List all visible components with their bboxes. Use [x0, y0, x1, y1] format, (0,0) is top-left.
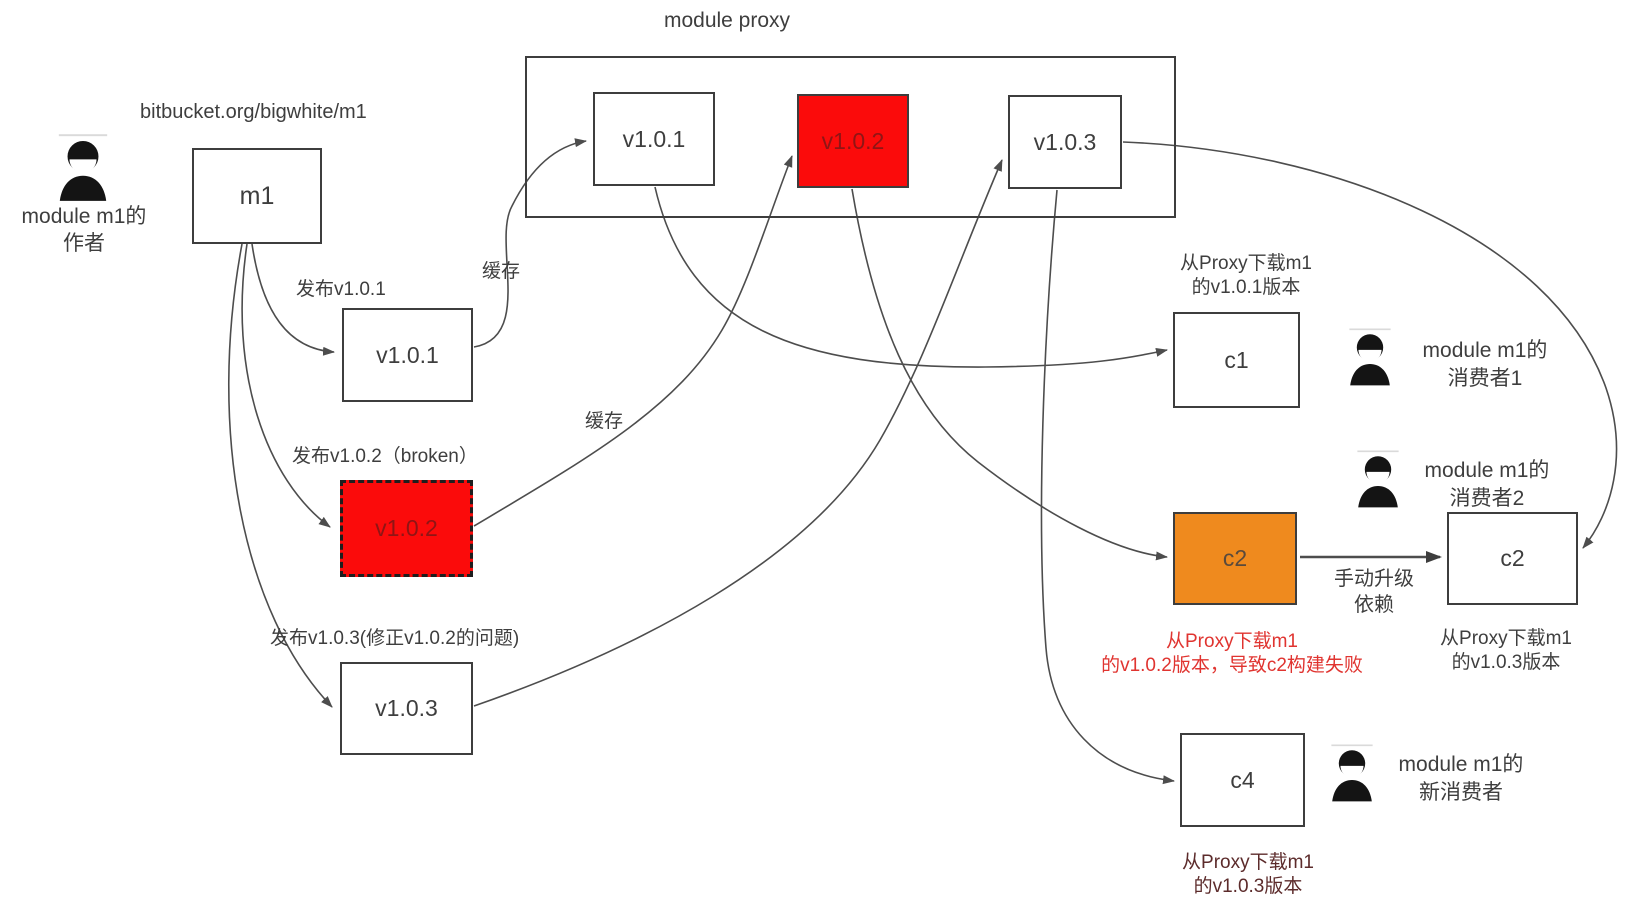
arrow-m1-to-v101 — [251, 243, 335, 356]
arrow-v101-cache-to-proxy — [473, 138, 587, 348]
author-person-icon — [54, 131, 112, 209]
new-consumer-person-icon — [1326, 742, 1378, 808]
proxy-v101-box: v1.0.1 — [593, 92, 715, 186]
c2-fixed-caption: 从Proxy下载m1 的v1.0.3版本 — [1440, 628, 1572, 674]
c4-caption: 从Proxy下载m1 的v1.0.3版本 — [1182, 852, 1314, 898]
consumer2-person-label: module m1的 消费者2 — [1424, 459, 1550, 510]
arrow-proxy-v102-to-c2 — [851, 188, 1168, 561]
cache-label-2: 缓存 — [585, 411, 624, 432]
m1-box: m1 — [192, 148, 322, 244]
publish-v103-label: 发布v1.0.3(修正v1.0.2的问题) — [270, 628, 520, 649]
arrow-proxy-v101-to-c1 — [654, 186, 1168, 368]
arrow-m1-to-v103 — [227, 243, 333, 708]
manual-upgrade-label: 手动升级 依赖 — [1334, 568, 1414, 616]
consumer1-person-label: module m1的 消费者1 — [1422, 339, 1548, 390]
arrow-v103-cache-to-proxy — [473, 159, 1003, 707]
c2-fixed-box: c2 — [1447, 512, 1578, 605]
c1-caption: 从Proxy下载m1 的v1.0.1版本 — [1180, 253, 1312, 299]
publish-v102-label: 发布v1.0.2（broken） — [292, 446, 478, 467]
consumer2-person-icon — [1352, 448, 1404, 514]
c4-box: c4 — [1180, 733, 1305, 827]
module-proxy-container — [525, 56, 1176, 218]
proxy-v102-box: v1.0.2 — [797, 94, 909, 188]
c2-broken-caption: 从Proxy下载m1 的v1.0.2版本，导致c2构建失败 — [1101, 631, 1363, 677]
c2-broken-box: c2 — [1173, 512, 1297, 605]
c1-box: c1 — [1173, 312, 1300, 408]
new-consumer-person-label: module m1的 新消费者 — [1398, 753, 1524, 804]
local-v101-box: v1.0.1 — [342, 308, 473, 402]
author-person-label: module m1的 作者 — [21, 205, 147, 256]
publish-v101-label: 发布v1.0.1 — [296, 279, 386, 300]
proxy-title: module proxy — [663, 9, 791, 32]
proxy-v103-box: v1.0.3 — [1008, 95, 1122, 189]
arrow-m1-to-v102 — [241, 243, 331, 528]
arrow-proxy-v103-to-c4 — [1040, 189, 1175, 785]
arrow-v102-cache-to-proxy — [473, 155, 793, 527]
local-v103-box: v1.0.3 — [340, 662, 473, 755]
repo-label: bitbucket.org/bigwhite/m1 — [140, 101, 367, 123]
arrow-proxy-v103-to-c2new — [1122, 141, 1618, 549]
local-v102-box: v1.0.2 — [340, 480, 473, 577]
cache-label-1: 缓存 — [482, 261, 521, 282]
consumer1-person-icon — [1344, 326, 1396, 392]
